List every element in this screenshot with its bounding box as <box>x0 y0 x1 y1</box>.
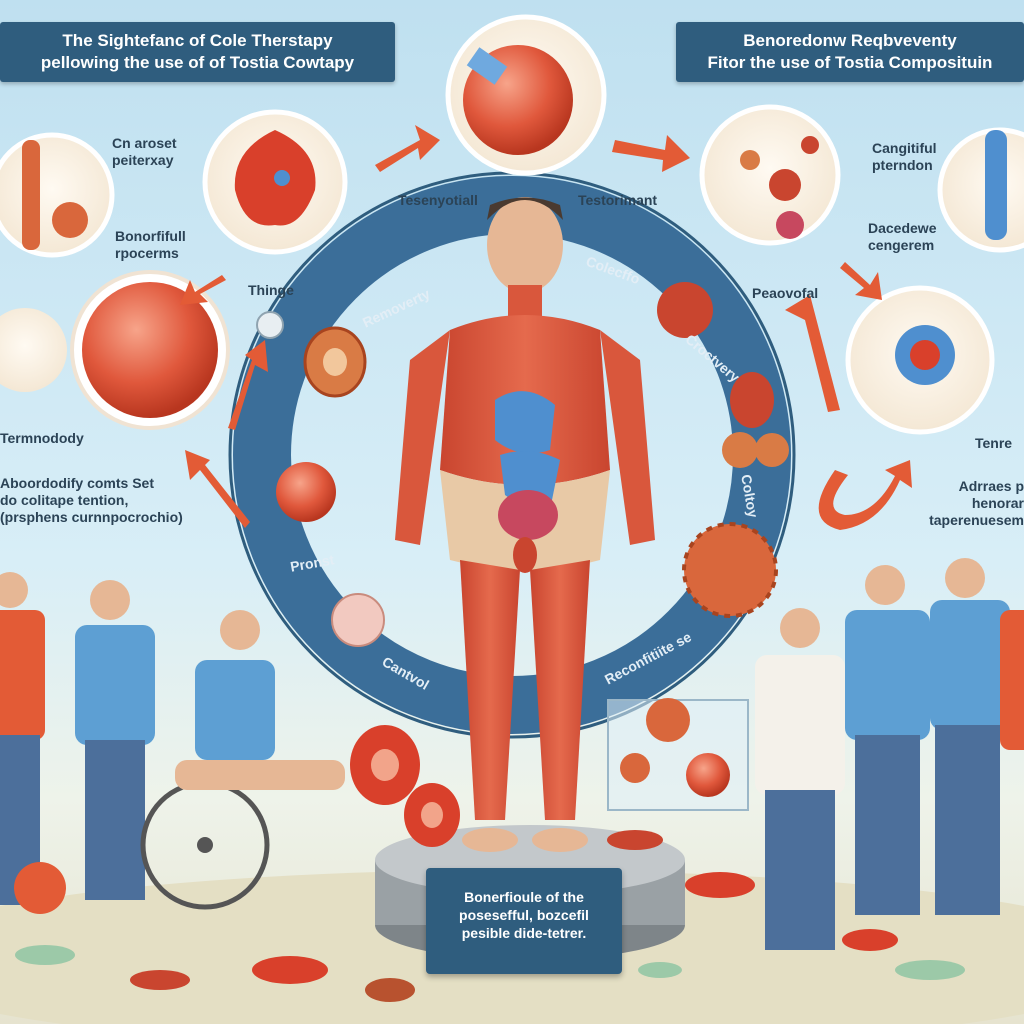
right-label-4: Tenre <box>975 435 1013 451</box>
left-label-2: Bonorfifull rpocerms <box>115 228 186 261</box>
center-label-2: Testorimant <box>578 192 658 208</box>
left-title-line-2: pellowing the use of of Tostia Cowtapy <box>40 53 355 72</box>
right-title-line-2: Fitor the use of Tostia Composituin <box>707 53 993 72</box>
right-label-3: Peaovofal <box>752 285 819 301</box>
right-label-1: Cangitiful pterndon <box>872 140 937 173</box>
left-label-3: Thinge <box>248 282 294 298</box>
anatomy-figure <box>395 197 655 852</box>
right-title-line-1: Benoredonw Reqbveventy <box>743 31 957 50</box>
left-label-4: Termnodody <box>0 430 84 446</box>
bottom-caption-line-2: posesefful, bozcefil <box>459 907 589 923</box>
display-case <box>607 698 749 811</box>
left-title-line-1: The Sightefanc of Cole Therstapy <box>62 31 333 50</box>
right-title-banner: Benoredonw Reqbveventy Fitor the use of … <box>676 22 1024 82</box>
center-label-1: Tesenyotiall <box>398 192 478 208</box>
right-label-5: Adrraes p henorar taperenuesem <box>929 478 1024 528</box>
left-title-banner: The Sightefanc of Cole Therstapy pellowi… <box>0 22 395 82</box>
bottom-caption-line-1: Bonerfioule of the <box>464 889 584 905</box>
ground-cells <box>14 725 965 1002</box>
left-label-5: Aboordodify comts Set do colitape tentio… <box>0 475 183 525</box>
ring-cells <box>256 282 789 647</box>
bottom-caption-box: Bonerfioule of the posesefful, bozcefil … <box>426 868 622 974</box>
people-left <box>0 572 345 910</box>
left-label-1: Cn aroset peiterxay <box>112 135 177 168</box>
bottom-caption-line-3: pesible dide-tetrer. <box>461 925 587 941</box>
people-right <box>755 558 1024 950</box>
flow-arrows <box>180 125 912 530</box>
top-vignettes <box>0 14 1024 435</box>
right-label-2: Dacedewe cengerem <box>868 220 937 253</box>
